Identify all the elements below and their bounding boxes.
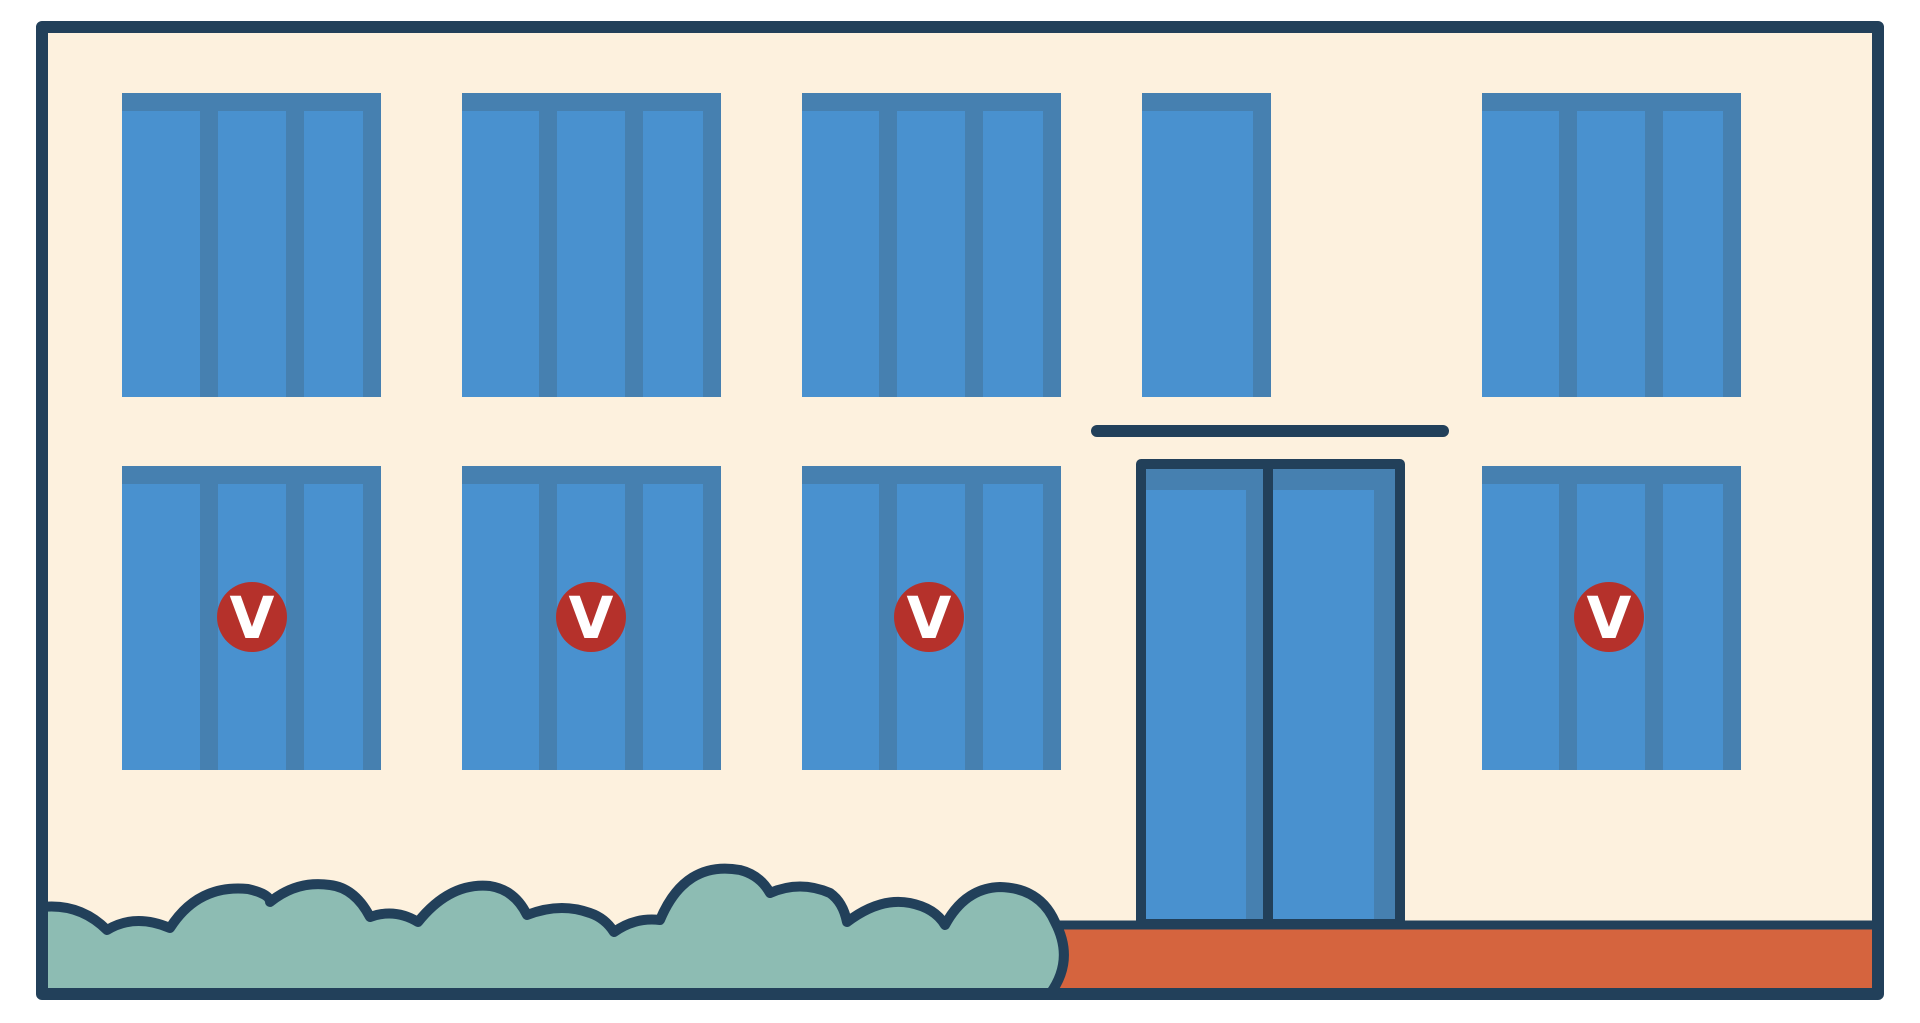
top-window-1	[122, 93, 381, 397]
badge-2-letter: V	[569, 584, 614, 652]
badge-1: V	[217, 582, 287, 652]
building-outline	[36, 21, 1884, 1000]
badge-4: V	[1574, 582, 1644, 652]
badge-4-letter: V	[1587, 584, 1632, 652]
top-window-4	[1142, 93, 1271, 397]
badge-3: V	[894, 582, 964, 652]
bottom-window-2	[462, 466, 721, 770]
top-window-2	[462, 93, 721, 397]
ground-strip	[1040, 925, 1878, 994]
entrance-door[interactable]	[1136, 459, 1405, 929]
badge-3-letter: V	[907, 584, 952, 652]
badge-1-letter: V	[230, 584, 275, 652]
bush-row	[37, 863, 1069, 999]
top-window-5	[1482, 93, 1741, 397]
badge-2: V	[556, 582, 626, 652]
top-window-3	[802, 93, 1061, 397]
